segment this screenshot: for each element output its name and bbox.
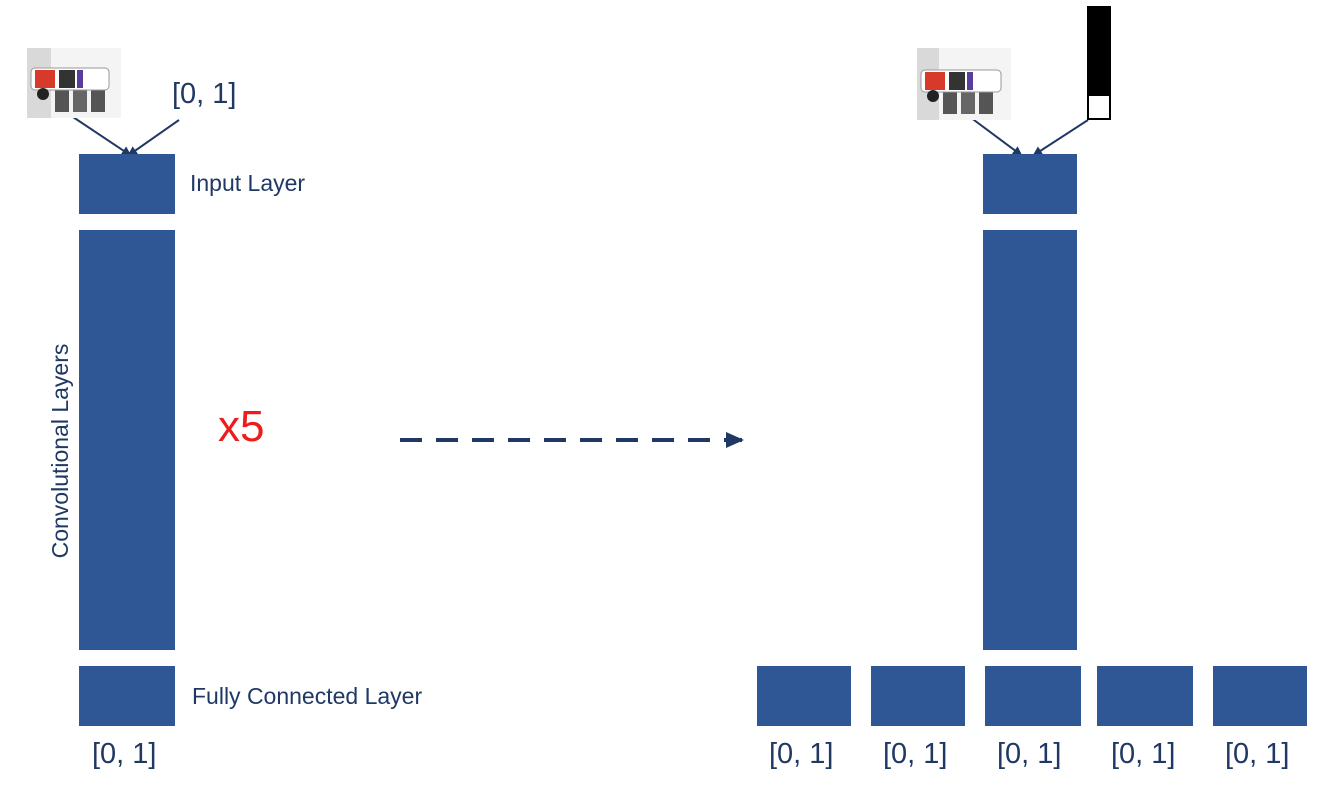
fc-layer-label: Fully Connected Layer: [192, 683, 423, 709]
output-range-label: [0, 1]: [92, 738, 157, 770]
camera-thumbnail-image-right: [917, 48, 1011, 120]
conv-layers-label: Convolutional Layers: [47, 343, 73, 559]
input-layer-label: Input Layer: [190, 170, 306, 196]
progress-bar-icon: [1087, 6, 1111, 120]
fc-head-block-1: [757, 666, 851, 726]
head-output-label-4: [0, 1]: [1111, 738, 1176, 770]
fc-head-block-5: [1213, 666, 1307, 726]
repeat-count-label: x5: [218, 402, 265, 451]
fc-layer-block: [79, 666, 175, 726]
input-layer-block: [79, 154, 175, 214]
progress-bar-empty-segment: [1089, 96, 1109, 118]
fc-head-block-3: [985, 666, 1081, 726]
head-output-label-1: [0, 1]: [769, 738, 834, 770]
head-output-label-2: [0, 1]: [883, 738, 948, 770]
camera-thumbnail-image: [27, 48, 121, 118]
head-output-label-3: [0, 1]: [997, 738, 1062, 770]
input-layer-block-right: [983, 154, 1077, 214]
conv-layers-block-right: [983, 230, 1077, 650]
fc-head-block-2: [871, 666, 965, 726]
range-to-input-arrow: [127, 119, 180, 157]
input-range-label: [0, 1]: [172, 78, 237, 110]
image-to-input-arrow-right: [969, 116, 1023, 157]
fc-head-block-4: [1097, 666, 1193, 726]
bar-to-input-arrow-right: [1032, 119, 1089, 157]
head-output-label-5: [0, 1]: [1225, 738, 1290, 770]
image-to-input-arrow: [72, 116, 132, 157]
conv-layers-block: [79, 230, 175, 650]
